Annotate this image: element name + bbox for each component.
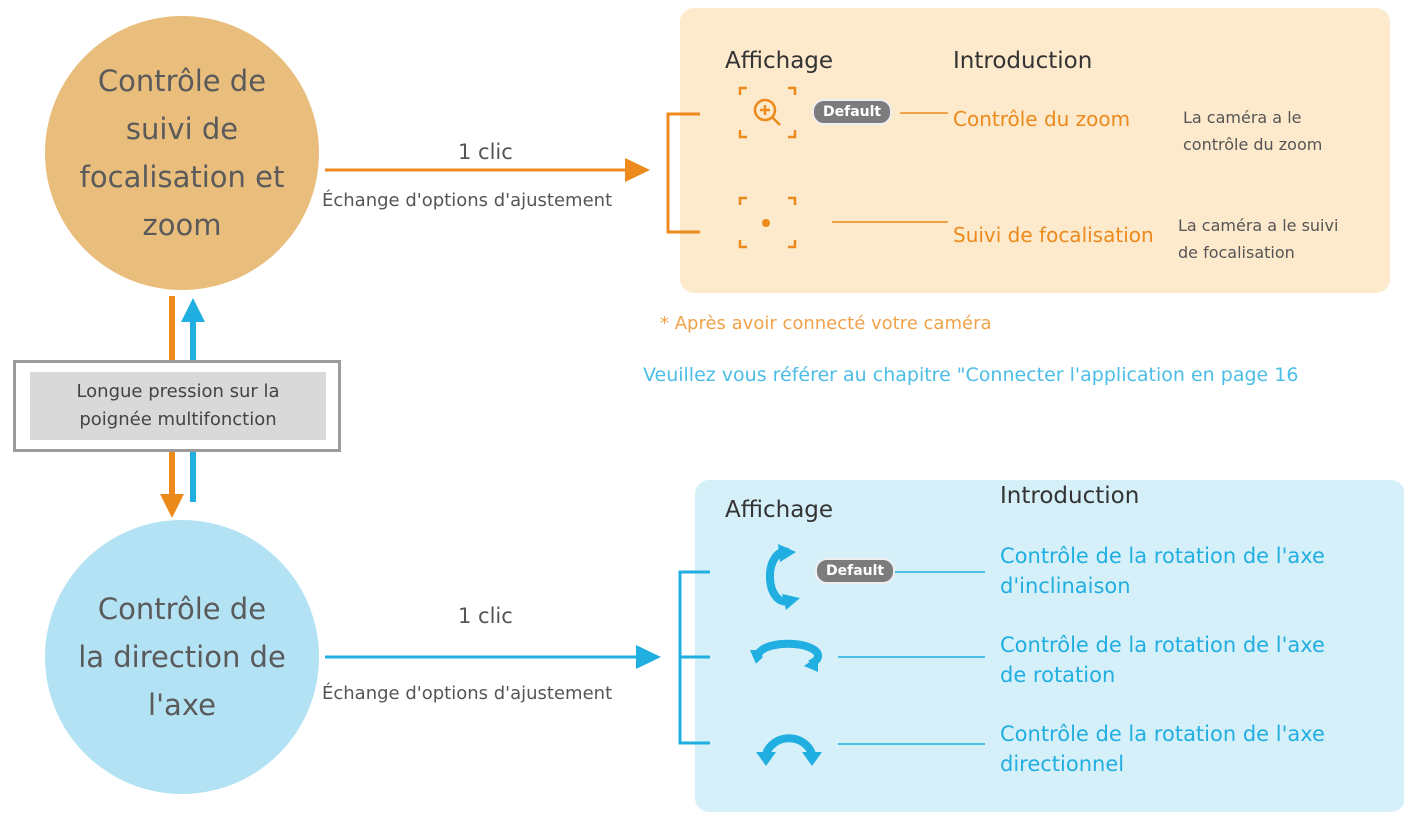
bottom-col-display-header: Affichage: [725, 497, 834, 523]
top-bracket: [666, 112, 700, 234]
tilt-rotation-intro: Contrôle de la rotation de l'axe d'incli…: [1000, 544, 1325, 598]
roll-rotation-icon: [750, 639, 823, 672]
focus-tracking-desc: La caméra a le suivi de focalisation: [1178, 216, 1339, 262]
top-col-intro-header: Introduction: [953, 48, 1093, 74]
zoom-magnifier-icon: [738, 86, 797, 139]
focus-tracking-icon: [738, 196, 797, 249]
camera-connected-note: * Après avoir connecté votre caméra: [660, 313, 992, 334]
pan-rotation-intro: Contrôle de la rotation de l'axe directi…: [1000, 722, 1325, 776]
tilt-default-badge: Default: [815, 558, 896, 584]
pan-rotation-icon: [756, 734, 822, 766]
focus-zoom-control-circle: Contrôle de suivi de focalisation et zoo…: [45, 16, 319, 290]
top-arrow-click-label: 1 clic: [458, 140, 513, 164]
bottom-col-intro-header: Introduction: [1000, 483, 1140, 509]
axis-direction-control-circle: Contrôle de la direction de l'axe: [45, 520, 319, 794]
bottom-bracket: [678, 570, 710, 745]
bottom-arrow-exchange-label: Échange d'options d'ajustement: [322, 683, 613, 704]
chapter-reference-note: Veuillez vous référer au chapitre "Conne…: [643, 364, 1299, 386]
long-press-label: Longue pression sur la poignée multifonc…: [30, 372, 326, 440]
focus-zoom-options-panel: [680, 8, 1390, 293]
zoom-control-desc: La caméra a le contrôle du zoom: [1183, 108, 1323, 154]
bottom-arrow-click-label: 1 clic: [458, 604, 513, 628]
zoom-control-intro: Contrôle du zoom: [953, 107, 1131, 131]
roll-rotation-intro: Contrôle de la rotation de l'axe de rota…: [1000, 633, 1325, 687]
top-col-display-header: Affichage: [725, 48, 834, 74]
tilt-rotation-icon: [765, 544, 800, 610]
long-press-box: Longue pression sur la poignée multifonc…: [13, 360, 341, 452]
bottom-click-arrow: [325, 645, 661, 669]
focus-tracking-intro: Suivi de focalisation: [953, 223, 1154, 247]
zoom-default-badge: Default: [812, 99, 893, 125]
top-click-arrow: [325, 158, 650, 182]
top-arrow-exchange-label: Échange d'options d'ajustement: [322, 190, 613, 211]
